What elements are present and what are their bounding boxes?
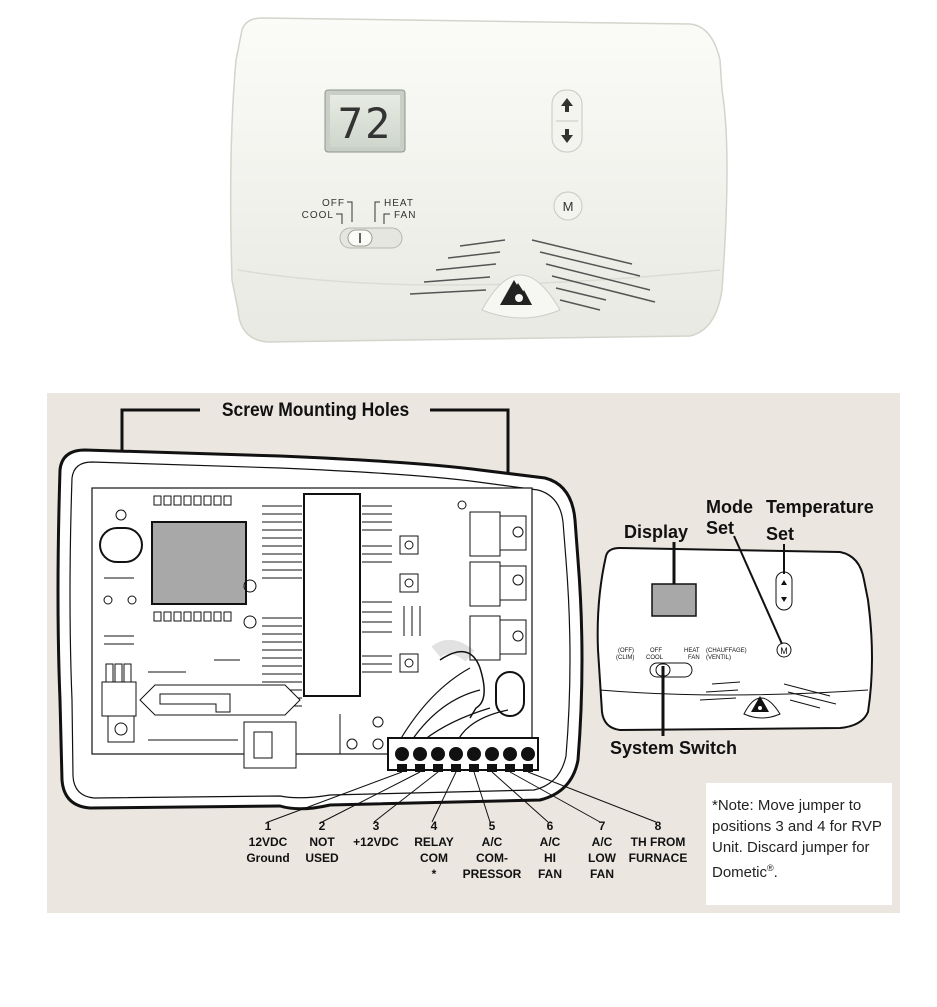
screw-hole-right [495,671,525,717]
board-lcd [151,521,247,605]
terminal-4-line3: * [432,867,437,881]
terminal-7-number: 7 [599,819,606,833]
terminal-4-number: 4 [431,819,438,833]
board-button-1 [399,535,419,555]
board-button-2 [399,573,419,593]
terminal-6-line2: HI [544,851,556,865]
note-line-2: positions 3 and 4 for RVP [712,818,882,835]
terminal-3-line1: +12VDC [353,835,399,849]
small-thermostat-mode-button: M [776,642,792,658]
note-line-4: Dometic®. [712,858,892,883]
callout-temperature-line1: Temperature [766,497,874,517]
callout-mode-line2: Set [706,518,734,538]
registered-mark: ® [767,863,774,873]
left-connector [101,663,137,743]
terminal-5-line2: COM- [476,851,508,865]
terminal-5-line3: PRESSOR [463,867,522,881]
microcontroller-chip [303,493,361,697]
resistor-column-mid [362,505,392,673]
terminal-2-number: 2 [319,819,326,833]
vent-lines [409,239,656,311]
relays [469,511,527,661]
lcd-pins-top [153,495,232,506]
switch-label-fan: FAN [394,210,416,221]
mode-button[interactable]: M [553,191,583,221]
terminal-8-line2: FURNACE [629,851,688,865]
note-period: . [773,864,778,881]
jumper-note: *Note: Move jumper to positions 3 and 4 … [706,783,892,905]
terminal-7-line2: LOW [588,851,617,865]
note-line-1-text: Note: Move jumper to [717,797,862,814]
small-label-heat: HEAT [684,648,700,654]
terminal-3-number: 3 [373,819,380,833]
jumper-wire [439,651,485,719]
terminal-6-line1: A/C [540,835,561,849]
terminal-1-line1: 12VDC [249,835,288,849]
terminal-5-number: 5 [489,819,496,833]
terminal-1-number: 1 [265,819,272,833]
note-line-3: Unit. Discard jumper for [712,839,870,856]
mode-leader [733,535,783,645]
terminal-8-number: 8 [655,819,662,833]
thermostat-photo: 72 M OFF COOL HEAT FAN [229,17,728,343]
callout-system-switch: System Switch [610,738,737,758]
note-line-1: *Note: Move jumper to [712,795,892,816]
small-label-clim: (CLIM) [616,655,634,661]
small-label-ventil: (VENTIL) [706,655,731,661]
terminal-6-line3: FAN [538,867,562,881]
thermostat-body [229,17,728,343]
terminal-6-number: 6 [547,819,554,833]
terminal-7-line3: FAN [590,867,614,881]
switch-label-off: OFF [322,198,345,209]
small-label-fan: FAN [688,655,700,661]
wiring-diagram: Screw Mounting Holes [47,393,900,913]
terminal-4-line1: RELAY [414,835,454,849]
terminal-2-line1: NOT [309,835,335,849]
lcd-temperature: 72 [338,99,393,148]
small-label-chauffage: (CHAUFFAGE) [706,648,747,654]
board-button-3 [399,653,419,673]
terminal-1-line2: Ground [246,851,289,865]
terminal-leaders [267,771,657,823]
terminal-4-line2: COM [420,851,448,865]
small-label-off-fr: (OFF) [618,648,634,654]
screw-hole-left [99,527,143,563]
callout-temperature-line2: Set [766,524,794,544]
regulator-outline [139,684,301,716]
small-label-cool: COOL [646,655,664,661]
terminal-7-line1: A/C [592,835,613,849]
small-system-switch [649,662,693,678]
small-brand-logo-icon [751,696,769,712]
terminal-5-line1: A/C [482,835,503,849]
small-thermostat-updown [775,571,793,611]
switch-label-cool: COOL [302,210,334,221]
up-arrow-icon [561,98,573,112]
note-dometic: Dometic [712,864,768,881]
small-switch-labels: (OFF) (CLIM) OFF COOL HEAT FAN (CHAUFFAG… [616,648,747,661]
terminal-labels: 1 12VDC Ground 2 NOT USED 3 +12VDC 4 REL… [246,819,687,881]
small-label-off: OFF [650,648,662,654]
small-mode-label: M [780,646,788,656]
terminal-2-line2: USED [305,851,339,865]
callout-mode-line1: Mode [706,497,753,517]
lcd-pins-bottom [153,611,232,622]
temperature-up-down-button[interactable] [551,89,583,153]
system-switch[interactable] [339,227,403,249]
down-arrow-icon [561,129,573,143]
small-thermostat-display [651,583,697,617]
note-star: * [712,797,718,814]
terminal-8-line1: TH FROM [631,835,686,849]
small-vent-lines [699,681,837,709]
switch-label-heat: HEAT [384,198,414,209]
screw-holes-title: Screw Mounting Holes [222,398,409,420]
mode-button-label: M [563,199,574,214]
callout-display: Display [624,522,688,542]
terminal-screws [395,747,535,772]
